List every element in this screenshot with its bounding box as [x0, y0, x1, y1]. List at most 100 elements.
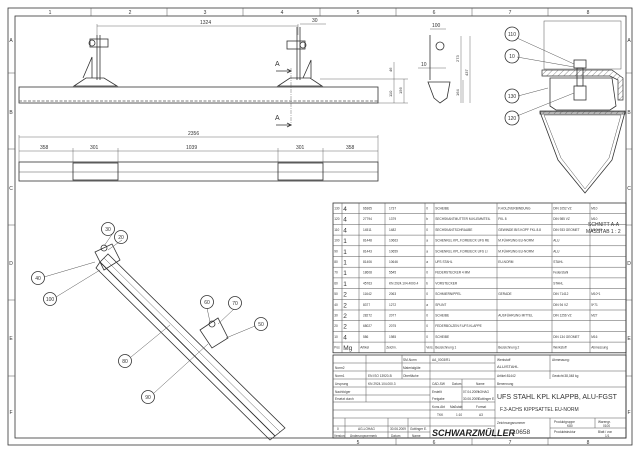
parts-cell: 1 [343, 238, 347, 245]
parts-cell: ALU [553, 239, 560, 243]
parts-cell: SCHEIBE [435, 314, 449, 318]
parts-cell: DIN 985 VZ [553, 217, 570, 221]
drawing-number: 10658 [512, 429, 530, 436]
parts-cell: 81406 [363, 260, 372, 264]
parts-cell: 1985 [389, 335, 396, 339]
column-label: 6 [433, 10, 436, 16]
svg-text:164: 164 [455, 89, 460, 96]
parts-cell: M10 [591, 217, 597, 221]
company-logo: SCHWARZMÜLLER [432, 428, 515, 438]
svg-text:Norm2: Norm2 [335, 366, 345, 370]
parts-header: Artikel [360, 346, 369, 350]
parts-cell: 10659 [389, 249, 398, 253]
svg-text:Maßstab: Maßstab [450, 405, 463, 409]
section-scale: MASSTAB 1 : 2 [586, 229, 621, 235]
parts-cell: 1272 [389, 303, 396, 307]
parts-header: Bezeichnung 1 [435, 346, 456, 350]
parts-cell: 1 [343, 260, 347, 267]
svg-text:156: 156 [398, 87, 403, 94]
dim-2356: 2356 [188, 131, 199, 137]
parts-header: Vers. [426, 346, 433, 350]
svg-text:Blatt / von: Blatt / von [598, 430, 612, 434]
parts-cell: 2063 [389, 292, 396, 296]
svg-text:Name: Name [476, 382, 485, 386]
svg-text:Datum: Datum [391, 434, 401, 438]
balloon-50: 50 [258, 322, 264, 328]
svg-text:Gewicht:38,048 kg: Gewicht:38,048 kg [552, 374, 579, 378]
parts-cell: FEDERBOLZEN F.UFS KLAPPE [435, 324, 482, 328]
row-label: B [627, 110, 631, 116]
parts-cell: 18608 [363, 271, 372, 275]
parts-cell: 4 [343, 206, 347, 213]
svg-text:kOHAG: kOHAG [478, 390, 490, 394]
parts-cell: M10 [591, 207, 597, 211]
parts-cell: 81448 [363, 239, 372, 243]
parts-cell: SPLINT [435, 303, 446, 307]
parts-cell: 1482 [389, 228, 396, 232]
svg-text:EN ISO 13920-B: EN ISO 13920-B [368, 374, 392, 378]
parts-cell: 100 [334, 239, 340, 243]
parts-cell: GEWINDE BIS KOPF FKL 8.8 [498, 228, 541, 232]
parts-cell: VORSTECKER [435, 281, 458, 285]
parts-cell: 0 [426, 271, 428, 275]
parts-cell: SCHEIBE [435, 207, 449, 211]
parts-cell: 80 [334, 260, 338, 264]
sm-norm: AA_0003/R1 [432, 358, 450, 362]
parts-cell: 68027 [363, 324, 372, 328]
parts-cell: 0 [426, 335, 428, 339]
parts-cell: 0 [426, 324, 428, 328]
parts-cell: b [426, 217, 428, 221]
row-label: B [9, 110, 13, 116]
column-label: 1 [49, 10, 52, 16]
column-label: 5 [357, 10, 360, 16]
svg-text:Norm1: Norm1 [335, 374, 345, 378]
parts-cell: 0 [426, 207, 428, 211]
parts-cell: 90 [334, 249, 338, 253]
parts-cell: 2075 [389, 324, 396, 328]
drawing-subtitle: F.3-ACHS KIPPSATTEL EU-NORM [500, 407, 579, 413]
parts-cell: 70 [334, 271, 338, 275]
svg-text:Gottinger E.: Gottinger E. [410, 427, 427, 431]
parts-cell: 28272 [363, 314, 372, 318]
svg-text:1039: 1039 [186, 145, 197, 151]
parts-header: Zeichn. [386, 346, 397, 350]
balloon-20: 20 [118, 235, 124, 241]
svg-text:CAD-SW: CAD-SW [432, 382, 445, 386]
column-label: 4 [281, 10, 284, 16]
svg-text:A3: A3 [479, 413, 483, 417]
parts-cell: AUSFÜHRUNG MITTEL [498, 314, 533, 318]
row-label: D [627, 261, 631, 267]
parts-header: Mg [343, 345, 352, 352]
parts-cell: 10646 [389, 260, 398, 264]
parts-cell: 2 [343, 302, 347, 309]
isometric-view: 30 20 40 100 60 70 50 80 90 [31, 222, 286, 441]
parts-cell: 4 [343, 227, 347, 234]
section-marker: A A [275, 61, 292, 128]
column-label: 7 [509, 440, 512, 446]
parts-cell: M.FÜHRUNG EU-NORM [498, 239, 534, 243]
parts-cell: 5545 [389, 271, 396, 275]
svg-text:1/1: 1/1 [605, 434, 610, 438]
parts-cell: STAHL [553, 260, 563, 264]
balloon-130: 130 [508, 94, 517, 100]
parts-cell: SECHSKANTMUTTER M.KLEMMTEIL [435, 217, 490, 221]
drawing-title: UFS STAHL KPL KLAPPB, ALU-FGST [497, 394, 618, 401]
column-label: 8 [587, 10, 590, 16]
parts-cell: SCHEIBE [435, 335, 449, 339]
parts-cell: DIN 94 VZ [553, 303, 568, 307]
parts-cell: 66365 [363, 207, 372, 211]
balloon-90: 90 [145, 395, 151, 401]
parts-cell: 1379 [389, 217, 396, 221]
parts-cell: STAHL [553, 281, 563, 285]
parts-header: Pos [334, 346, 340, 350]
svg-text:Format: Format [476, 405, 486, 409]
svg-text:Ersetzt durch: Ersetzt durch [335, 397, 354, 401]
svg-text:07.04.2009: 07.04.2009 [463, 390, 479, 394]
top-view: 2356 358 301 1039 301 358 [18, 131, 379, 182]
svg-text:Oberfläche: Oberfläche [403, 374, 419, 378]
parts-cell: M16 [591, 335, 597, 339]
